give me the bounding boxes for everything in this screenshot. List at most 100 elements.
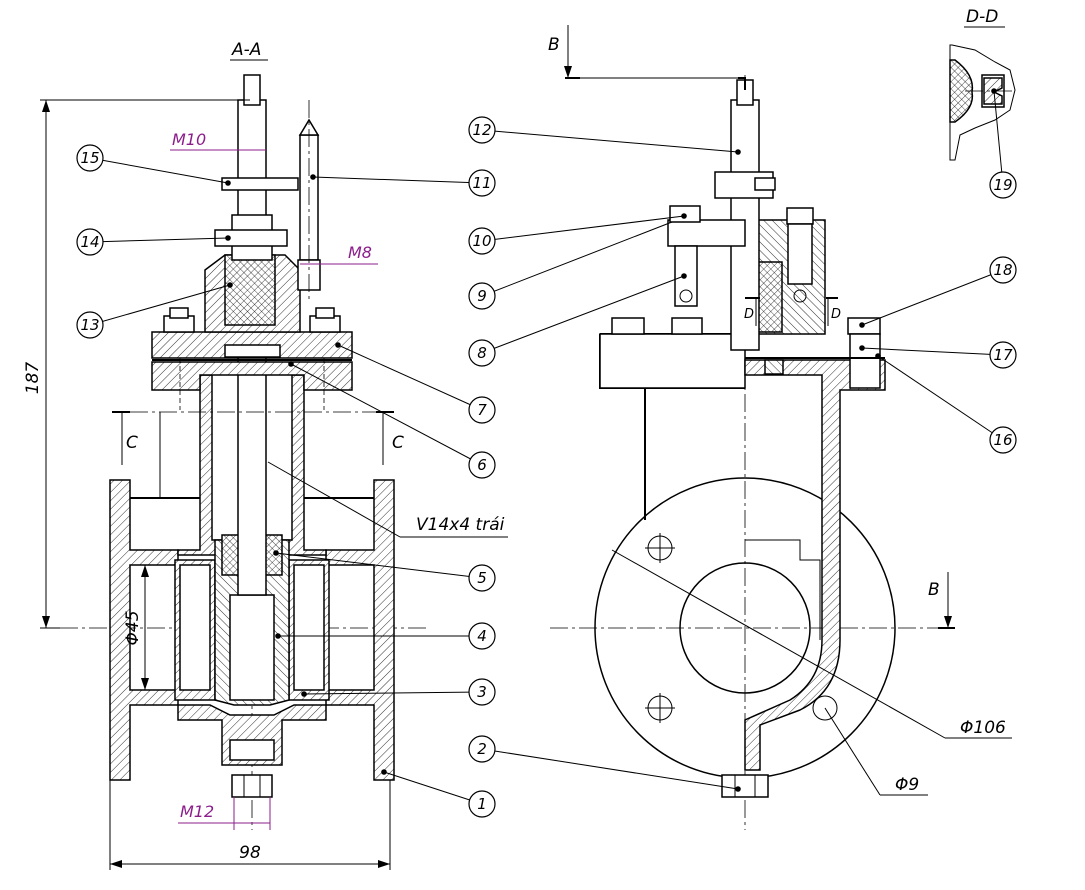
cut-c-label-left: C — [126, 433, 138, 453]
dim-m12-label: M12 — [180, 802, 214, 821]
balloon-4: 4 — [468, 622, 496, 650]
svg-text:18: 18 — [993, 261, 1012, 279]
aa-bush — [224, 344, 281, 358]
svg-text:14: 14 — [80, 233, 99, 251]
aa-seat-right-inner — [293, 564, 325, 691]
section-aa-title: A-A — [231, 40, 261, 60]
aa-body-neck-left — [177, 374, 233, 556]
side-gland-plate — [667, 219, 746, 247]
side-flange-bolt-right — [849, 333, 881, 389]
aa-bottom-nut — [231, 774, 273, 798]
svg-text:7: 7 — [477, 401, 487, 419]
svg-text:15: 15 — [80, 149, 99, 167]
balloon-3: 3 — [468, 678, 496, 706]
dim-phi106-leader — [611, 549, 946, 739]
balloon-11: 11 — [468, 169, 496, 197]
balloon-leader-dots — [225, 88, 997, 792]
cut-b-bottom-arrow — [944, 616, 952, 628]
side-hub-flange — [754, 177, 776, 191]
balloon-14: 14 — [76, 228, 104, 256]
balloon-17: 17 — [989, 341, 1017, 369]
cut-b-top-arrow — [564, 66, 572, 78]
balloon-9: 9 — [468, 282, 496, 310]
balloon-8: 8 — [468, 339, 496, 367]
svg-text:5: 5 — [477, 569, 487, 587]
balloon-13: 13 — [76, 311, 104, 339]
aa-gate-core — [229, 594, 275, 701]
svg-text:1: 1 — [477, 795, 487, 813]
balloon-leaders — [89, 90, 1004, 805]
cut-b-top — [567, 25, 745, 79]
svg-text:19: 19 — [993, 176, 1012, 194]
aa-bottom-plug — [229, 739, 275, 761]
side-gate-outline — [745, 539, 821, 640]
aa-seat-left-inner — [179, 564, 211, 691]
side-body-right-wall — [744, 359, 886, 771]
balloon-1: 1 — [468, 790, 496, 818]
svg-text:13: 13 — [80, 316, 99, 334]
side-gland-bolt-eye-right — [793, 289, 807, 303]
stem-thread-leader — [267, 461, 401, 538]
svg-text:4: 4 — [477, 627, 487, 645]
side-flange-nut-mid — [671, 317, 703, 335]
svg-text:11: 11 — [472, 174, 491, 192]
aa-body-neck-right — [271, 374, 327, 556]
cut-b-label-top: B — [548, 35, 560, 55]
side-bush — [764, 359, 784, 375]
side-view — [550, 25, 1012, 830]
balloon-5: 5 — [468, 564, 496, 592]
aa-packing — [224, 254, 276, 326]
aa-body-top-flange — [151, 361, 353, 391]
side-flange-nut-left — [611, 317, 645, 335]
side-bottom-nut — [721, 774, 769, 798]
balloon-10: 10 — [468, 227, 496, 255]
balloon-18: 18 — [989, 256, 1017, 284]
side-bolt-hole-3 — [812, 695, 838, 721]
dim-98 — [109, 780, 391, 870]
balloon-12: 12 — [468, 116, 496, 144]
section-dd-title: D-D — [966, 7, 998, 27]
detail-dd-view — [949, 44, 1016, 161]
side-gland-bolt-eye-left — [679, 289, 693, 303]
balloon-16: 16 — [989, 426, 1017, 454]
dim-phi9-label: Φ9 — [895, 775, 919, 795]
balloon-2: 2 — [468, 735, 496, 763]
cut-d-label-right: D — [831, 307, 841, 322]
balloon-6: 6 — [468, 451, 496, 479]
svg-text:12: 12 — [472, 121, 491, 139]
cut-b-top-mark — [565, 77, 746, 90]
aa-body-bottom — [177, 704, 327, 766]
dim-m10-label: M10 — [172, 130, 206, 149]
balloon-7: 7 — [468, 396, 496, 424]
dd-outline — [949, 44, 1016, 161]
dim-phi45-label: Φ45 — [123, 610, 143, 645]
cut-b-label-bottom: B — [928, 580, 940, 600]
aa-hub — [221, 177, 299, 191]
aa-stem-top — [243, 74, 261, 106]
side-top-nut-right — [786, 207, 814, 225]
side-bore-circle — [679, 562, 811, 694]
side-packing — [757, 261, 783, 333]
dim-m8-label: M8 — [348, 243, 372, 262]
aa-bolt-left-washer — [169, 307, 189, 319]
aa-body-upper-l — [159, 412, 201, 498]
side-flange-block — [599, 333, 746, 389]
svg-text:3: 3 — [477, 683, 487, 701]
aa-body-left-flange — [109, 479, 179, 781]
svg-text:2: 2 — [477, 740, 487, 758]
svg-text:10: 10 — [472, 232, 491, 250]
dim-phi9-leader — [824, 707, 881, 796]
dim-187 — [40, 99, 250, 629]
svg-text:8: 8 — [477, 344, 487, 362]
cut-d-label-left: D — [744, 307, 754, 322]
aa-body-right-flange — [325, 479, 395, 781]
dim-phi106-label: Φ106 — [960, 718, 1006, 738]
balloon-15: 15 — [76, 144, 104, 172]
svg-text:9: 9 — [477, 287, 487, 305]
svg-text:17: 17 — [993, 346, 1013, 364]
cut-c-label-right: C — [392, 433, 404, 453]
balloon-19: 19 — [989, 171, 1017, 199]
dim-98-label: 98 — [239, 843, 261, 863]
aa-bolt-right-washer — [315, 307, 335, 319]
